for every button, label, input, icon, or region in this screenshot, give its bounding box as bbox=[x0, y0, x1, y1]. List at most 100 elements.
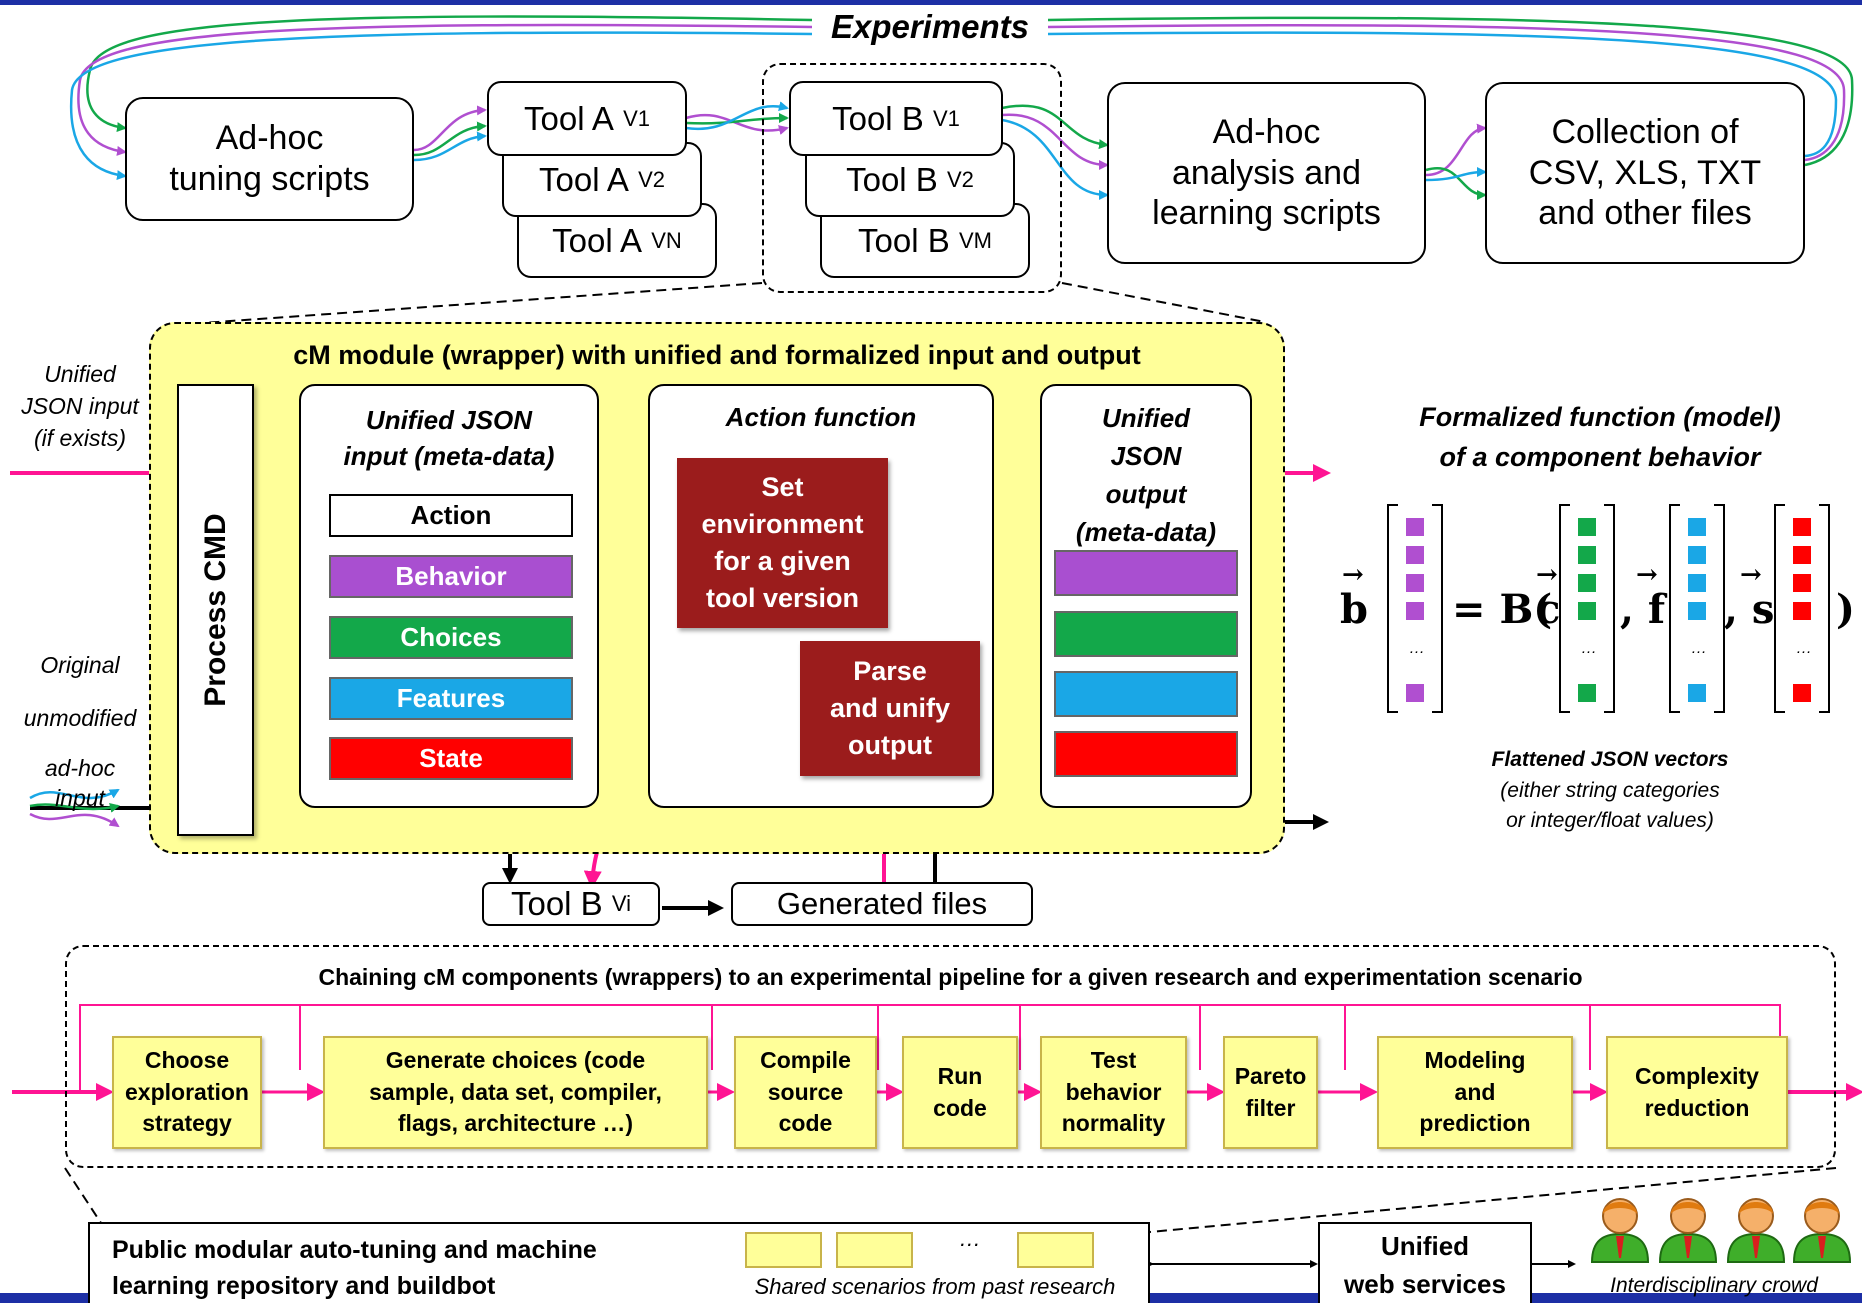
tool-b-vi-sub: Vi bbox=[611, 891, 632, 916]
vector-s-square bbox=[1793, 602, 1811, 620]
vector-b-square bbox=[1406, 602, 1424, 620]
vector-f-ellipsis: … bbox=[1691, 640, 1707, 657]
stage-compile: Compile source code bbox=[734, 1036, 877, 1149]
vector-b-square bbox=[1406, 684, 1424, 702]
vector-c-square bbox=[1578, 684, 1596, 702]
collection-of-files: Collection of CSV, XLS, TXT and other fi… bbox=[1485, 82, 1805, 264]
vector-c-ellipsis: … bbox=[1581, 640, 1597, 657]
unmodified-label: unmodified bbox=[23, 705, 137, 731]
tool-a-vn-sub: VN bbox=[651, 227, 682, 253]
person-icon bbox=[1792, 1198, 1852, 1263]
scenario-2 bbox=[836, 1232, 913, 1268]
scenario-3 bbox=[1017, 1232, 1094, 1268]
person-icon bbox=[1590, 1198, 1650, 1263]
vec-c-arrow: → bbox=[1536, 560, 1558, 590]
vector-f-square bbox=[1688, 546, 1706, 564]
input-label: input bbox=[55, 785, 105, 811]
vec-f-letter: , f bbox=[1620, 586, 1666, 633]
vector-s-square bbox=[1793, 574, 1811, 592]
web-services-box bbox=[1318, 1222, 1532, 1303]
tool-b-vi: Tool B Vi bbox=[482, 882, 660, 926]
vector-c-square bbox=[1578, 518, 1596, 536]
json-input-title: Unified JSON input (meta-data) bbox=[343, 405, 555, 472]
parse-unify-box: Parse and unify output bbox=[800, 641, 980, 776]
vector-b-ellipsis: … bbox=[1409, 640, 1425, 657]
repository-box bbox=[88, 1222, 1150, 1303]
output-bar-behavior bbox=[1054, 550, 1238, 596]
bar-state: State bbox=[329, 737, 573, 780]
scenario-1 bbox=[745, 1232, 822, 1268]
stage-test-behavior: Test behavior normality bbox=[1040, 1036, 1187, 1149]
vector-b-square bbox=[1406, 546, 1424, 564]
output-bar-features bbox=[1054, 671, 1238, 717]
stage-generate-choices: Generate choices (code sample, data set,… bbox=[323, 1036, 708, 1149]
output-bar-state bbox=[1054, 731, 1238, 777]
experiments-title: Experiments bbox=[830, 8, 1030, 45]
stage-pareto: Pareto filter bbox=[1223, 1036, 1318, 1149]
vec-s-letter: , s bbox=[1724, 586, 1775, 633]
vector-s-square bbox=[1793, 546, 1811, 564]
pipeline-title: Chaining cM components (wrappers) to an … bbox=[318, 964, 1583, 990]
person-icon bbox=[1726, 1198, 1786, 1263]
tool-b-v1-sub: V1 bbox=[932, 105, 960, 131]
vec-c-letter: c bbox=[1536, 586, 1561, 633]
pipeline-container bbox=[65, 945, 1836, 1168]
tool-a-v2-label: Tool A bbox=[539, 160, 629, 198]
vector-c-square bbox=[1578, 546, 1596, 564]
bar-features: Features bbox=[329, 677, 573, 720]
unified-input-label: Unified JSON input (if exists) bbox=[21, 361, 139, 452]
formal-title: Formalized function (model) of a compone… bbox=[1419, 402, 1781, 472]
shared-scenarios-label: Shared scenarios from past research bbox=[754, 1274, 1116, 1299]
tool-b-v2-label: Tool B bbox=[846, 160, 938, 198]
vector-s-square bbox=[1793, 518, 1811, 536]
close-paren: ) bbox=[1836, 586, 1855, 633]
bar-action: Action bbox=[329, 494, 573, 537]
tool-a-v2-sub: V2 bbox=[638, 166, 665, 192]
vector-f-square bbox=[1688, 574, 1706, 592]
vec-s-arrow: → bbox=[1740, 560, 1762, 590]
tool-a-v1-label: Tool A bbox=[524, 99, 614, 137]
json-output-title: Unified JSON output (meta-data) bbox=[1075, 403, 1217, 547]
stage-run-code: Run code bbox=[902, 1036, 1018, 1149]
vector-b-square bbox=[1406, 574, 1424, 592]
experiments-loops bbox=[69, 15, 1854, 200]
crowd-label: Interdisciplinary crowd bbox=[1610, 1274, 1818, 1297]
adhoc-label: ad-hoc bbox=[44, 755, 116, 781]
vec-c-symbol: →c bbox=[1536, 560, 1561, 633]
process-cmd: Process CMD bbox=[177, 384, 254, 836]
vec-b-arrow: → bbox=[1342, 560, 1364, 590]
vector-b-square bbox=[1406, 518, 1424, 536]
scenario-ellipsis: … bbox=[959, 1226, 981, 1251]
bar-choices: Choices bbox=[329, 616, 573, 659]
vector-c-square bbox=[1578, 602, 1596, 620]
flattened-caption: Flattened JSON vectors bbox=[1491, 748, 1729, 771]
flattened-caption-sub: (either string categories or integer/flo… bbox=[1500, 779, 1720, 833]
top-border bbox=[0, 0, 1862, 5]
bar-behavior: Behavior bbox=[329, 555, 573, 598]
eq-b: = B( bbox=[1452, 586, 1553, 633]
tool-b-vi-label: Tool B bbox=[510, 885, 603, 922]
action-function-title: Action function bbox=[725, 402, 917, 432]
adhoc-tuning-scripts: Ad-hoc tuning scripts bbox=[125, 97, 414, 221]
generated-files: Generated files bbox=[731, 882, 1033, 926]
tool-b-v1: Tool B V1 bbox=[789, 81, 1003, 156]
person-icon bbox=[1658, 1198, 1718, 1263]
vector-f-square bbox=[1688, 684, 1706, 702]
process-cmd-label: Process CMD bbox=[198, 513, 232, 707]
vector-c-square bbox=[1578, 574, 1596, 592]
vec-b-symbol: →b bbox=[1340, 560, 1368, 633]
vector-s-ellipsis: … bbox=[1796, 640, 1812, 657]
vector-brackets bbox=[1387, 504, 1830, 713]
vec-f-arrow: → bbox=[1636, 560, 1658, 590]
stage-modeling: Modeling and prediction bbox=[1377, 1036, 1573, 1149]
tool-a-vn-label: Tool A bbox=[552, 221, 643, 259]
repository-label: Public modular auto-tuning and machine l… bbox=[112, 1236, 597, 1301]
vec-b-letter: b bbox=[1340, 586, 1368, 633]
set-environment-box: Set environment for a given tool version bbox=[677, 458, 888, 628]
tool-b-vm-sub: VM bbox=[958, 227, 992, 253]
adhoc-analysis-scripts: Ad-hoc analysis and learning scripts bbox=[1107, 82, 1426, 264]
vec-s-symbol: →, s bbox=[1724, 560, 1775, 633]
stage-complexity: Complexity reduction bbox=[1606, 1036, 1788, 1149]
vector-f-square bbox=[1688, 602, 1706, 620]
tool-a-v1-sub: V1 bbox=[623, 105, 650, 131]
